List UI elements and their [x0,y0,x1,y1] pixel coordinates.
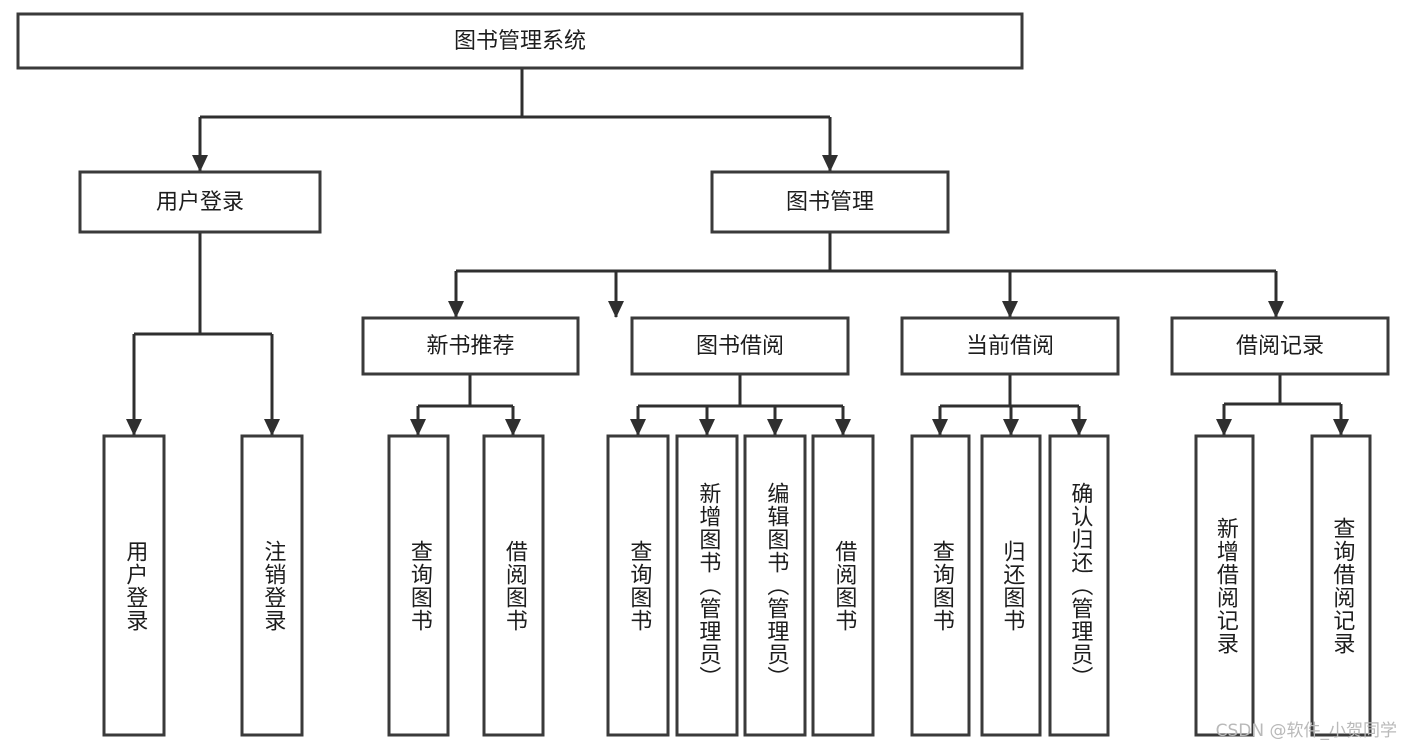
node-root[interactable]: 图书管理系统 [16,12,1024,70]
arrow-head-icon [767,419,783,436]
node-leaf-borrow-book-1[interactable] [482,434,545,737]
node-leaf-add-borrow-record[interactable] [1194,434,1255,737]
node-leaf-confirm-return-admin[interactable] [1048,434,1110,737]
node-box-leaf-user-login [102,434,166,737]
node-book-manage[interactable]: 图书管理 [710,170,950,234]
arrow-head-icon [264,419,280,436]
node-leaf-return-book[interactable] [980,434,1042,737]
node-label-new-book-recommend: 新书推荐 [426,334,514,359]
node-label-book-manage: 图书管理 [786,190,874,215]
node-new-book-recommend[interactable]: 新书推荐 [361,316,580,376]
node-leaf-add-book-admin[interactable] [675,434,739,737]
node-label-current-borrow: 当前借阅 [966,334,1054,359]
node-box-leaf-confirm-return-admin [1048,434,1110,737]
connector-layer [126,68,1349,436]
node-label-root: 图书管理系统 [454,29,586,54]
node-box-borrow-record [1170,316,1390,376]
node-leaf-query-borrow-record[interactable] [1310,434,1372,737]
arrow-head-icon [126,419,142,436]
node-leaf-edit-book-admin[interactable] [743,434,807,737]
node-leaf-query-book-3[interactable] [910,434,971,737]
arrow-head-icon [448,301,464,318]
arrow-head-icon [192,155,208,172]
node-box-leaf-return-book [980,434,1042,737]
node-box-book-borrow [630,316,850,376]
arrow-head-icon [1071,419,1087,436]
node-box-leaf-query-book-1 [387,434,450,737]
arrow-head-icon [699,419,715,436]
node-box-leaf-query-book-3 [910,434,971,737]
arrow-head-icon [608,301,624,318]
node-leaf-logout-login[interactable] [240,434,304,737]
arrow-head-icon [1268,301,1284,318]
node-borrow-record[interactable]: 借阅记录 [1170,316,1390,376]
node-box-root [16,12,1024,70]
node-box-leaf-logout-login [240,434,304,737]
arrow-head-icon [932,419,948,436]
node-leaf-user-login[interactable] [102,434,166,737]
arrow-head-icon [1333,419,1349,436]
node-leaf-borrow-book-2[interactable] [811,434,875,737]
node-box-leaf-add-book-admin [675,434,739,737]
node-box-leaf-edit-book-admin [743,434,807,737]
node-box-current-borrow [900,316,1120,376]
arrow-head-icon [1003,419,1019,436]
node-box-user-login [78,170,322,234]
node-box-leaf-borrow-book-2 [811,434,875,737]
node-label-book-borrow: 图书借阅 [696,334,784,359]
node-leaf-query-book-2[interactable] [606,434,670,737]
node-box-new-book-recommend [361,316,580,376]
arrow-head-icon [410,419,426,436]
watermark-text: CSDN @软件_小贺同学 [1215,721,1397,741]
node-box-book-manage [710,170,950,234]
node-book-borrow[interactable]: 图书借阅 [630,316,850,376]
node-box-leaf-query-book-2 [606,434,670,737]
arrow-head-icon [1002,301,1018,318]
arrow-head-icon [822,155,838,172]
node-box-leaf-borrow-book-1 [482,434,545,737]
node-label-borrow-record: 借阅记录 [1236,334,1324,359]
arrow-head-icon [630,419,646,436]
node-current-borrow[interactable]: 当前借阅 [900,316,1120,376]
node-label-user-login: 用户登录 [156,190,244,215]
arrow-head-icon [505,419,521,436]
node-leaf-query-book-1[interactable] [387,434,450,737]
arrow-head-icon [835,419,851,436]
node-box-leaf-add-borrow-record [1194,434,1255,737]
node-box-leaf-query-borrow-record [1310,434,1372,737]
node-user-login[interactable]: 用户登录 [78,170,322,234]
arrow-head-icon [1216,419,1232,436]
